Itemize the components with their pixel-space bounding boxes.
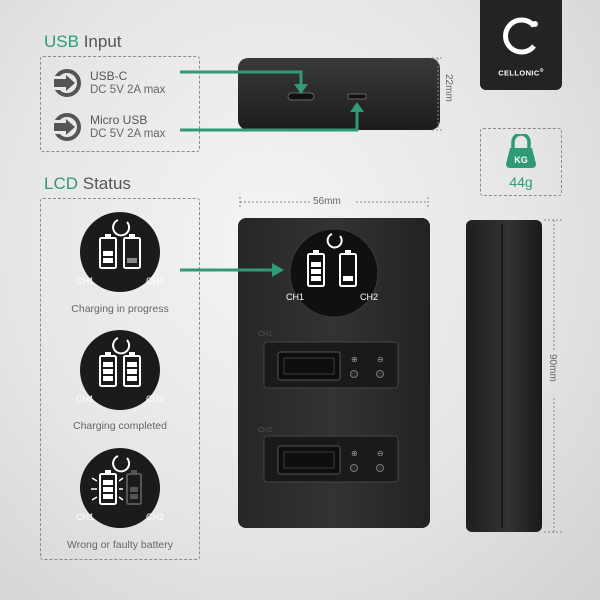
svg-text:CH2: CH2 bbox=[146, 276, 164, 286]
micro-usb-spec: DC 5V 2A max bbox=[90, 128, 166, 140]
usb-c-spec: DC 5V 2A max bbox=[90, 84, 166, 96]
status-caption-progress: Charging in progress bbox=[71, 303, 169, 315]
weight-value: 44g bbox=[509, 174, 533, 190]
svg-text:⊕: ⊕ bbox=[351, 449, 358, 458]
svg-text:⊖: ⊖ bbox=[377, 355, 384, 364]
svg-text:KG: KG bbox=[514, 155, 528, 165]
usb-c-label: USB-C bbox=[90, 69, 128, 83]
svg-text:CH1: CH1 bbox=[76, 276, 94, 286]
usb-input-heading: USB Input bbox=[44, 32, 122, 51]
input-arrow-icon bbox=[51, 69, 81, 97]
kettlebell-weight-icon: KG bbox=[506, 134, 536, 168]
micro-usb-label: Micro USB bbox=[90, 113, 148, 127]
svg-text:CH2: CH2 bbox=[146, 512, 164, 522]
status-caption-faulty: Wrong or faulty battery bbox=[66, 539, 174, 551]
height-dimension: 22mm bbox=[443, 74, 454, 102]
svg-text:⊕: ⊕ bbox=[351, 355, 358, 364]
svg-text:CH1: CH1 bbox=[76, 512, 94, 522]
status-completed-icon: CH1 CH2 bbox=[76, 330, 164, 410]
width-dimension: 56mm bbox=[313, 196, 341, 207]
svg-text:CH2: CH2 bbox=[146, 394, 164, 404]
charger-side-view bbox=[466, 219, 562, 533]
svg-text:CH2: CH2 bbox=[360, 292, 378, 302]
brand-name: CELLONIC® bbox=[498, 68, 544, 78]
svg-text:CH1: CH1 bbox=[76, 394, 94, 404]
charger-front-view: CH1 CH2 CH1 ⊕ ⊖ CH2 ⊕ ⊖ bbox=[180, 197, 430, 528]
status-charging-icon: CH1 CH2 bbox=[76, 212, 164, 292]
length-dimension: 90mm bbox=[547, 354, 558, 382]
charger-top-view bbox=[180, 57, 444, 132]
svg-text:CH1: CH1 bbox=[286, 292, 304, 302]
weight-panel bbox=[480, 128, 562, 196]
svg-text:CH2: CH2 bbox=[258, 427, 272, 434]
usb-input-panel bbox=[40, 56, 200, 152]
status-faulty-icon: CH1 CH2 bbox=[76, 448, 164, 528]
svg-text:⊖: ⊖ bbox=[377, 449, 384, 458]
lcd-status-heading: LCD Status bbox=[44, 174, 131, 193]
svg-text:CH1: CH1 bbox=[258, 331, 272, 338]
brand-tile: CELLONIC® bbox=[480, 0, 562, 90]
lcd-status-panel bbox=[40, 198, 200, 560]
status-caption-completed: Charging completed bbox=[73, 420, 167, 432]
input-arrow-icon bbox=[51, 113, 81, 141]
cellonic-logo-icon bbox=[503, 17, 538, 55]
